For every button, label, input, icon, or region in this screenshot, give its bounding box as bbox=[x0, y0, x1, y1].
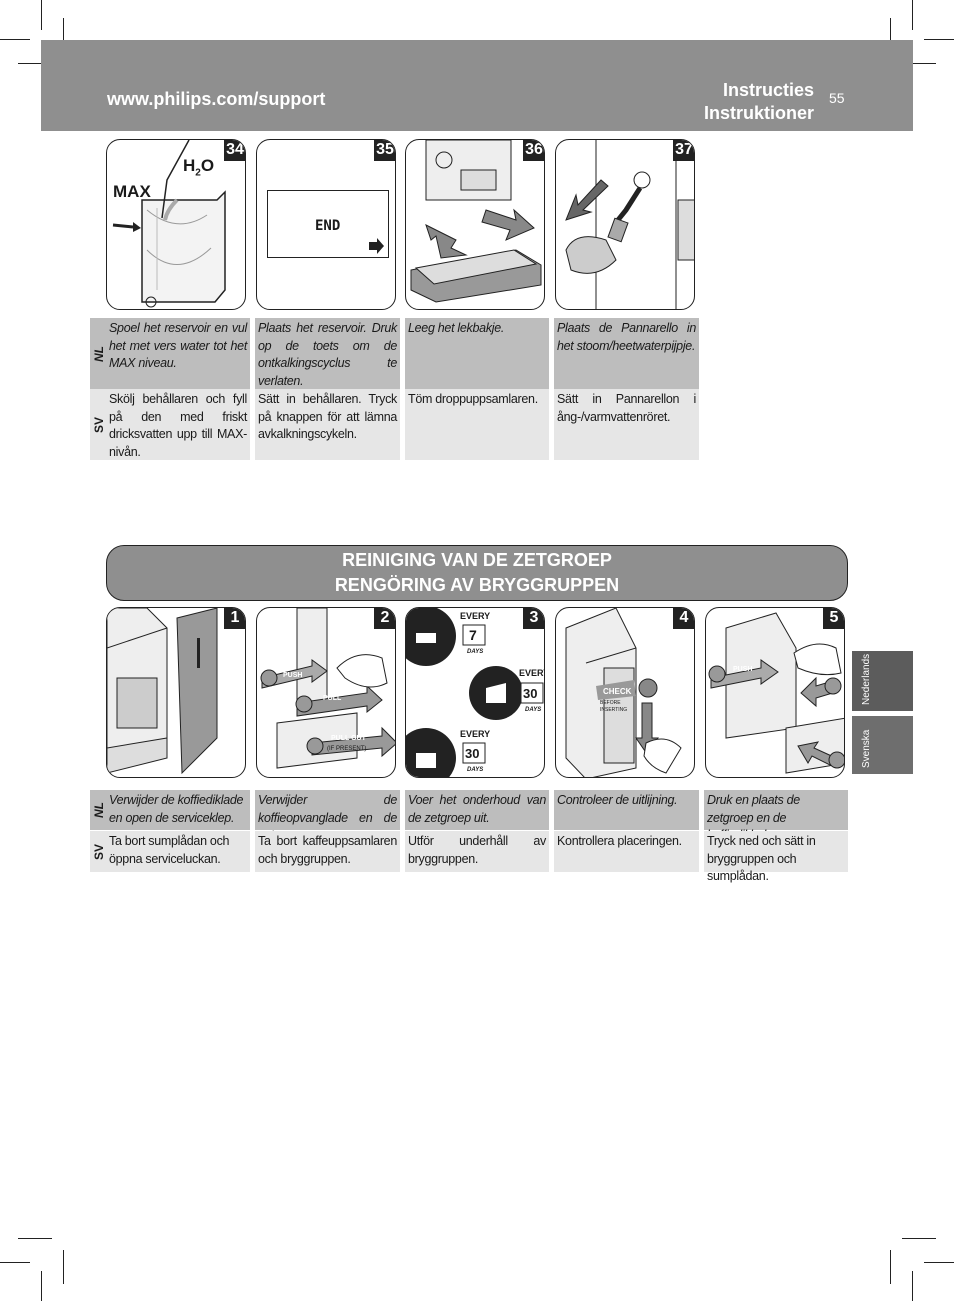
days-label-30a: DAYS bbox=[525, 707, 542, 713]
end-label: END bbox=[315, 218, 341, 234]
alignment-check-illustration bbox=[565, 608, 682, 777]
max-label: MAX bbox=[113, 182, 151, 201]
lang-label-nl: NL bbox=[90, 318, 108, 389]
support-url[interactable]: www.philips.com/support bbox=[107, 89, 326, 109]
step-34-illustration: MAX H2O 34 bbox=[106, 139, 246, 310]
display-screen bbox=[267, 190, 389, 258]
step-1-text-sv: Ta bort sumplådan och öppna servicelucka… bbox=[106, 831, 250, 872]
lang-label-nl-2: NL bbox=[90, 790, 108, 830]
drip-tray-illustration bbox=[410, 140, 542, 303]
step-1-illustration: 1 bbox=[106, 607, 246, 778]
step-5-text-sv: Tryck ned och sätt in bryggruppen och su… bbox=[704, 831, 848, 883]
h2o-label: H2O bbox=[183, 156, 215, 179]
water-tank-illustration bbox=[112, 140, 226, 308]
reinsert-brew-group-illustration bbox=[708, 612, 844, 774]
step-37-illustration: 37 bbox=[555, 139, 695, 310]
days-label-30b: DAYS bbox=[467, 767, 484, 773]
interval-30b: 30 bbox=[465, 746, 480, 761]
step-34-text-nl: Spoel het reservoir en vul het met vers … bbox=[106, 318, 250, 389]
step-34-text-sv: Skölj behållaren och fyll på den med fri… bbox=[106, 389, 250, 460]
service-door-illustration bbox=[107, 608, 218, 775]
step-number: 3 bbox=[523, 608, 544, 629]
step-number: 4 bbox=[673, 608, 694, 629]
brew-group-removal-illustration bbox=[260, 608, 395, 769]
step-5-illustration: PUSH PUSH 5 bbox=[705, 607, 845, 778]
step-35-text-nl: Plaats het reservoir. Druk op de toets o… bbox=[255, 318, 400, 389]
step-35-illustration: END 35 bbox=[256, 139, 396, 310]
lang-label-sv: SV bbox=[90, 389, 108, 460]
push-label-2: PUSH bbox=[822, 701, 842, 708]
section-title-sv: RENGÖRING AV BRYGGRUPPEN bbox=[334, 575, 620, 595]
before-inserting-label: BEFORE INSERTING bbox=[600, 700, 628, 713]
header-title-nl: Instructies bbox=[722, 80, 814, 100]
step-number: 5 bbox=[823, 608, 844, 629]
side-tab-svenska[interactable]: Svenska bbox=[852, 716, 913, 774]
step-2-illustration: PUSH PULL PULL OUT (IF PRESENT) 2 bbox=[256, 607, 396, 778]
every-label-30b: EVERY bbox=[460, 729, 491, 739]
step-4-text-sv: Kontrollera placeringen. bbox=[554, 831, 699, 872]
check-label: CHECK bbox=[603, 687, 632, 696]
push-label: PUSH bbox=[283, 672, 303, 679]
step-4-illustration: CHECK BEFORE INSERTING 4 bbox=[555, 607, 695, 778]
step-36-text-nl: Leeg het lekbakje. bbox=[405, 318, 549, 389]
header-title-sv: Instruktioner bbox=[703, 103, 814, 123]
step-number: 34 bbox=[224, 140, 245, 161]
step-number: 2 bbox=[374, 608, 395, 629]
lang-label-sv-2: SV bbox=[90, 831, 108, 872]
step-number: 37 bbox=[673, 140, 694, 161]
push-label-1: PUSH bbox=[733, 666, 753, 673]
step-number: 35 bbox=[374, 140, 395, 161]
step-36-illustration: 36 bbox=[405, 139, 545, 310]
pull-out-label: PULL OUT bbox=[331, 735, 366, 742]
every-label-7: EVERY bbox=[460, 611, 491, 621]
step-36-text-sv: Töm droppuppsamlaren. bbox=[405, 389, 549, 460]
step-2-text-nl: Verwijder de koffieopvanglade en de zetg… bbox=[255, 790, 400, 842]
page-number: 55 bbox=[829, 90, 845, 106]
pull-label: PULL bbox=[323, 695, 342, 702]
arrow-right-icon bbox=[369, 238, 384, 254]
step-5-text-nl: Druk en plaats de zetgroep en de koffied… bbox=[704, 790, 848, 842]
interval-7: 7 bbox=[469, 627, 477, 643]
side-tab-nederlands[interactable]: Nederlands bbox=[852, 651, 913, 711]
step-4-text-nl: Controleer de uitlijning. bbox=[554, 790, 699, 830]
step-3-text-sv: Utför underhåll av bryggruppen. bbox=[405, 831, 549, 872]
step-number: 36 bbox=[523, 140, 544, 161]
step-3-text-nl: Voer het onderhoud van de zetgroep uit. bbox=[405, 790, 549, 830]
page-header: www.philips.com/support Instructies Inst… bbox=[41, 40, 913, 131]
interval-30a: 30 bbox=[523, 686, 538, 701]
every-label-30a: EVERY bbox=[519, 668, 544, 678]
step-number: 1 bbox=[224, 608, 245, 629]
step-1-text-nl: Verwijder de koffiediklade en open de se… bbox=[106, 790, 250, 830]
section-title-nl: REINIGING VAN DE ZETGROEP bbox=[342, 550, 612, 570]
step-37-text-nl: Plaats de Pannarello in het stoom/heetwa… bbox=[554, 318, 699, 389]
days-label-7: DAYS bbox=[467, 649, 484, 655]
step-35-text-sv: Sätt in behållaren. Tryck på knappen för… bbox=[255, 389, 400, 460]
step-2-text-sv: Ta bort kaffeuppsamlaren och bryggruppen… bbox=[255, 831, 400, 872]
section-banner: REINIGING VAN DE ZETGROEP RENGÖRING AV B… bbox=[106, 545, 848, 601]
maintenance-schedule-illustration bbox=[406, 608, 544, 777]
pannarello-illustration bbox=[565, 140, 694, 309]
if-present-label: (IF PRESENT) bbox=[327, 746, 367, 752]
step-37-text-sv: Sätt in Pannarellon i ång-/varmvattenrör… bbox=[554, 389, 699, 460]
step-3-illustration: EVERY 7 DAYS EVERY 30 DAYS EVERY 30 DAYS… bbox=[405, 607, 545, 778]
